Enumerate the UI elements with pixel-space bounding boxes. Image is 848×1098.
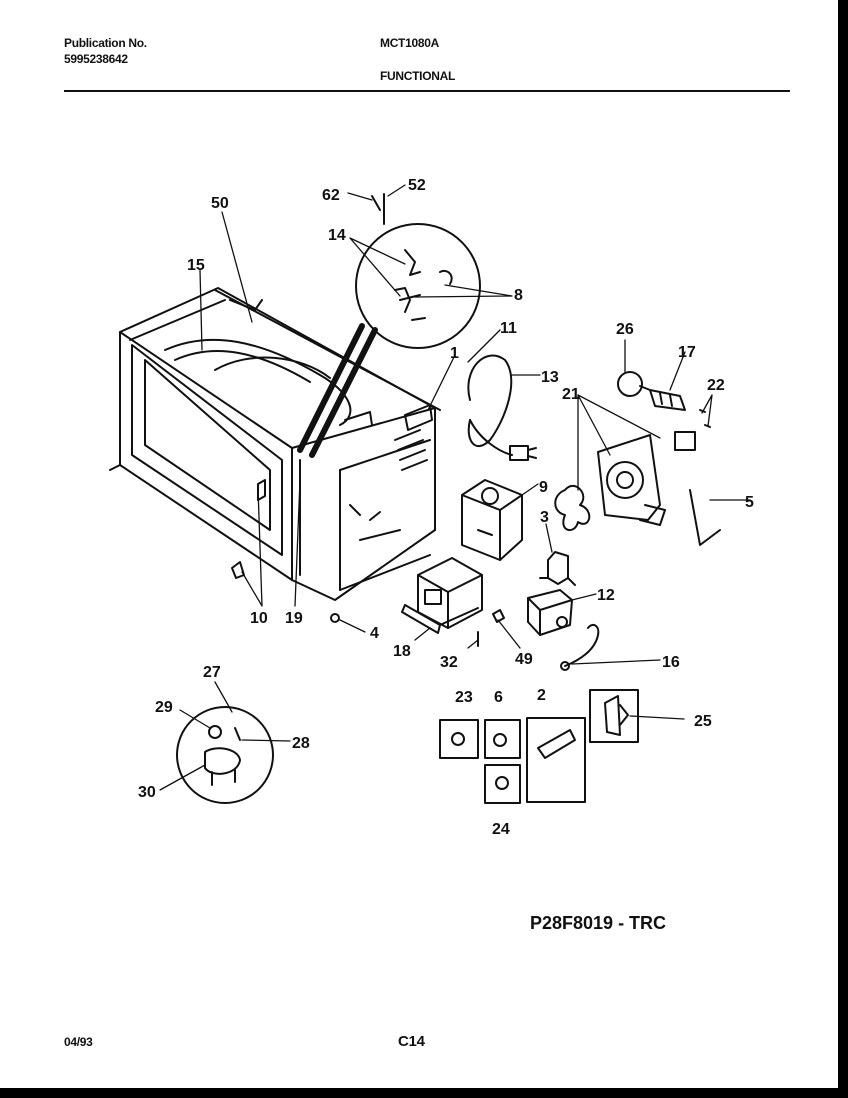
callout-14: 14 — [328, 227, 346, 244]
callout-29: 29 — [155, 699, 173, 716]
callout-15: 15 — [187, 257, 205, 274]
screw-parts-62-52 — [371, 193, 385, 225]
callout-30: 30 — [138, 784, 156, 801]
callout-5: 5 — [745, 494, 754, 511]
callout-9: 9 — [539, 479, 548, 496]
diode — [560, 623, 600, 671]
callout-52: 52 — [408, 177, 426, 194]
fan-motor-assembly — [554, 431, 696, 531]
callout-25: 25 — [694, 713, 712, 730]
capacitor-clip — [539, 551, 576, 586]
callout-62: 62 — [322, 187, 340, 204]
parts-sheet: Publication No. 5995238642 MCT1080A FUNC… — [0, 0, 838, 1088]
callout-2: 2 — [537, 687, 546, 704]
callout-6: 6 — [494, 689, 503, 706]
transformer — [401, 557, 483, 634]
callout-49: 49 — [515, 651, 533, 668]
interlock-switch-inset — [297, 223, 481, 458]
bracket-part-5 — [689, 489, 721, 546]
thermal-cutout-inset — [176, 706, 274, 804]
callout-3: 3 — [540, 509, 549, 526]
callout-4: 4 — [370, 625, 379, 642]
callout-11: 11 — [500, 320, 517, 337]
section-title: FUNCTIONAL — [380, 69, 455, 83]
parts-boxes — [439, 689, 639, 804]
callout-17: 17 — [678, 344, 696, 361]
callout-21: 21 — [562, 386, 580, 403]
callout-22: 22 — [707, 377, 725, 394]
capacitor — [527, 589, 573, 636]
lamp-and-socket — [617, 371, 711, 428]
magnetron — [461, 479, 523, 561]
callout-24: 24 — [492, 821, 510, 838]
callout-1: 1 — [450, 345, 459, 362]
power-cord — [467, 354, 537, 461]
callout-27: 27 — [203, 664, 221, 681]
callout-16: 16 — [662, 654, 680, 671]
callout-8: 8 — [514, 287, 523, 304]
publication-label: Publication No. — [64, 36, 147, 50]
cavity-assembly — [109, 287, 441, 601]
callout-50: 50 — [211, 195, 229, 212]
callout-10: 10 — [250, 610, 268, 627]
exploded-parts-diagram: 62 52 50 14 15 8 11 1 26 17 13 21 22 9 3… — [109, 177, 754, 838]
model-number: MCT1080A — [380, 36, 439, 50]
callout-12: 12 — [597, 587, 615, 604]
callout-18: 18 — [393, 643, 411, 660]
diagram-code: P28F8019 - TRC — [530, 913, 667, 933]
small-parts — [231, 479, 505, 647]
callout-23: 23 — [455, 689, 473, 706]
leader-lines — [159, 184, 751, 791]
callout-32: 32 — [440, 654, 458, 671]
callout-28: 28 — [292, 735, 310, 752]
page-number: C14 — [398, 1033, 425, 1050]
callout-13: 13 — [541, 369, 559, 386]
publication-number: 5995238642 — [64, 52, 128, 66]
footer-date: 04/93 — [64, 1035, 93, 1049]
callout-19: 19 — [285, 610, 303, 627]
callout-26: 26 — [616, 321, 634, 338]
header-rule — [64, 90, 790, 92]
